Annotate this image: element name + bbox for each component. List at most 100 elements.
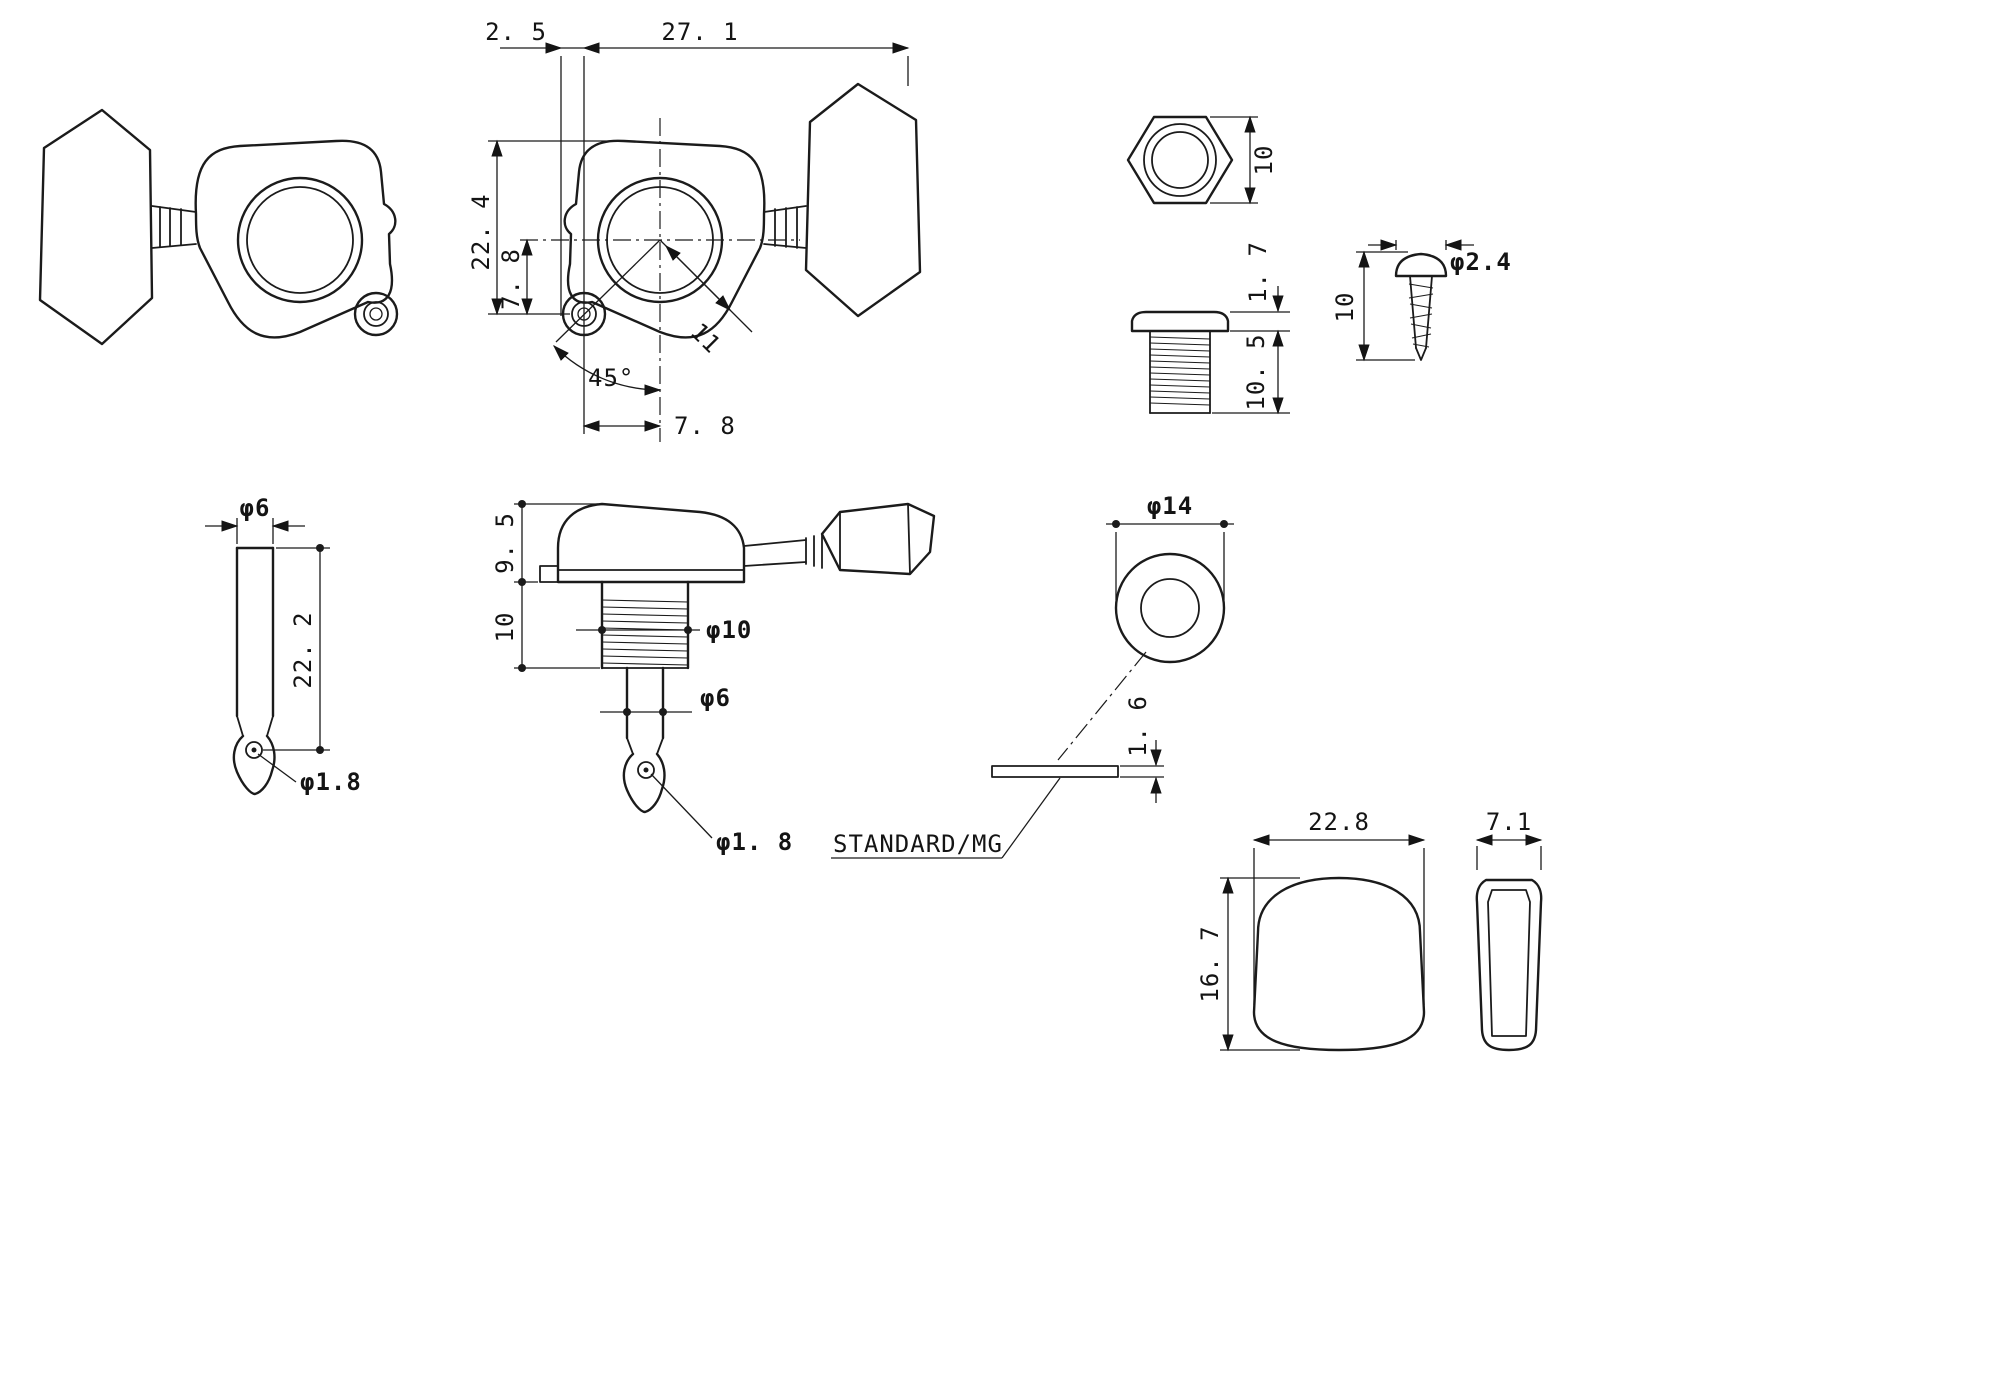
housing-outline — [194, 139, 397, 339]
button-front-view: 22.8 16. 7 — [1196, 808, 1426, 1052]
screw-view: φ2.4 10 — [1331, 239, 1512, 362]
thread-lines — [1408, 283, 1434, 348]
gear-cover-outer — [236, 176, 364, 304]
nut-bore-outer — [1143, 123, 1217, 197]
dim-line — [665, 245, 731, 311]
bushing-view: 1. 7 10. 5 — [1130, 241, 1290, 415]
tuner-front-view-left — [38, 108, 399, 346]
dim-2-5: 2. 5 — [485, 18, 547, 46]
dim-dot — [316, 544, 324, 552]
string-hole-center — [251, 747, 257, 753]
button-front-outline — [1252, 876, 1426, 1052]
dim-45deg: 45° — [588, 364, 634, 392]
dim-screw-dia: φ2.4 — [1450, 248, 1512, 276]
dim-dot — [659, 708, 667, 716]
dim-screw-10: 10 — [1331, 292, 1359, 323]
shaft-line — [743, 539, 807, 547]
dim-dot — [598, 626, 606, 634]
dim-dot — [684, 626, 692, 634]
button-facet — [907, 503, 911, 575]
post-taper — [266, 715, 274, 737]
washer-side-outline — [991, 765, 1119, 778]
button-outline — [38, 108, 154, 346]
tuner-front-view-dimensioned: 2. 5 27. 1 22. 4 7. 8 45° 11 7. 8 — [467, 18, 922, 442]
neck-line — [763, 243, 807, 249]
shaft-line — [743, 561, 807, 567]
thread-lines — [1149, 336, 1211, 406]
dim-dot — [1220, 520, 1228, 528]
dim-side-10: 10 — [491, 612, 519, 643]
nut-outline — [1126, 115, 1234, 205]
hex-nut-view: 10 — [1126, 115, 1278, 205]
button-side-facet — [1487, 889, 1531, 1037]
neck-line — [151, 205, 197, 213]
dim-bushing-1-7: 1. 7 — [1244, 241, 1272, 303]
dim-side-hole: φ1. 8 — [716, 828, 793, 856]
button-side-outline — [820, 502, 936, 576]
screw-hole-outer — [363, 301, 389, 327]
post-taper — [626, 737, 634, 755]
dim-11: 11 — [685, 318, 727, 360]
string-hole — [637, 761, 655, 779]
dim-dot — [518, 578, 526, 586]
dim-washer-1-6: 1. 6 — [1124, 695, 1152, 757]
dim-button-7-1: 7.1 — [1486, 808, 1532, 836]
centerline-leader — [1057, 651, 1147, 761]
string-hole-center — [643, 767, 649, 773]
nut-bore-inner — [1151, 131, 1209, 189]
screw-head — [1394, 252, 1448, 278]
dim-side-dia6: φ6 — [700, 684, 731, 712]
neck-line — [151, 243, 197, 249]
string-hole — [245, 741, 263, 759]
dim-dot — [623, 708, 631, 716]
post-tip-bulb — [232, 734, 276, 796]
dim-27-1: 27. 1 — [661, 18, 738, 46]
housing-side-outline — [556, 502, 746, 584]
mount-ear — [353, 291, 399, 337]
dim-post-dia6: φ6 — [240, 494, 271, 522]
dim-dot — [518, 664, 526, 672]
button-side-outline — [1475, 878, 1543, 1052]
dim-post-22-2: 22. 2 — [289, 611, 317, 688]
dim-side-9-5: 9. 5 — [491, 512, 519, 574]
dim-side-dia10: φ10 — [706, 616, 752, 644]
post-taper — [236, 715, 244, 737]
dim-7-8-left: 7. 8 — [497, 248, 525, 310]
dim-washer-dia14: φ14 — [1147, 492, 1193, 520]
dim-dot — [1112, 520, 1120, 528]
washer-outer — [1114, 552, 1226, 664]
screw-tip — [1415, 347, 1427, 361]
angle-arc — [553, 345, 662, 396]
leader-line — [650, 773, 713, 839]
leader-line — [1001, 777, 1061, 859]
construction-diagonal-left — [555, 239, 661, 343]
string-post-view: φ6 22. 2 φ1.8 — [205, 494, 362, 796]
post-tip-bulb — [622, 752, 666, 814]
button-outline — [804, 82, 922, 318]
post-taper — [656, 737, 664, 755]
dim-button-16-7: 16. 7 — [1196, 925, 1224, 1002]
washer-front-view: φ14 — [1106, 492, 1234, 664]
neck-line — [763, 205, 807, 213]
screw-hole-inner — [369, 307, 383, 321]
baseplate-tab — [539, 565, 559, 583]
label-standard-mg: STANDARD/MG — [833, 830, 1003, 858]
tuner-side-view: 9. 5 10 φ10 φ6 φ1. 8 — [491, 500, 936, 856]
gear-cover-inner — [246, 186, 354, 294]
dim-button-22-8: 22.8 — [1308, 808, 1370, 836]
dim-22-4: 22. 4 — [467, 193, 495, 270]
washer-side-view: 1. 6 STANDARD/MG — [831, 651, 1164, 859]
screw-shank-edge — [1409, 275, 1417, 349]
dim-post-hole: φ1.8 — [300, 768, 362, 796]
button-side-view: 7.1 — [1475, 808, 1543, 1052]
dim-dot — [316, 746, 324, 754]
housing-outline — [563, 139, 766, 339]
thread-lines — [601, 599, 689, 666]
bushing-flange — [1130, 310, 1230, 333]
dim-nut-10: 10 — [1250, 145, 1278, 176]
dim-bushing-10-5: 10. 5 — [1242, 333, 1270, 410]
leader-line — [257, 753, 297, 783]
dim-7-8-bottom: 7. 8 — [674, 412, 736, 440]
